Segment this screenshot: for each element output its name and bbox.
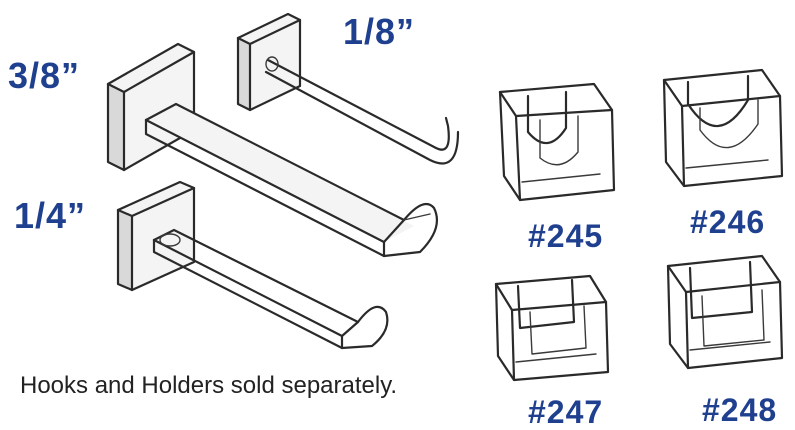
holder-247-icon [494,274,610,382]
size-label-1-8: 1/8” [343,11,416,52]
holder-label-247: #247 [528,394,604,430]
hook-1-8-icon [236,12,460,165]
holder-label-245: #245 [528,218,604,254]
holder-248-icon [666,254,784,370]
hook-1-4-icon [116,180,389,350]
hook-3-8-icon [106,42,438,258]
size-label-1-4: 1/4” [14,195,87,236]
holder-245-icon [498,82,616,202]
holder-label-248: #248 [702,392,778,428]
caption-text: Hooks and Holders sold separately. [20,372,398,399]
size-label-3-8: 3/8” [8,55,81,96]
holder-246-icon [662,68,784,188]
holder-label-246: #246 [690,204,766,240]
